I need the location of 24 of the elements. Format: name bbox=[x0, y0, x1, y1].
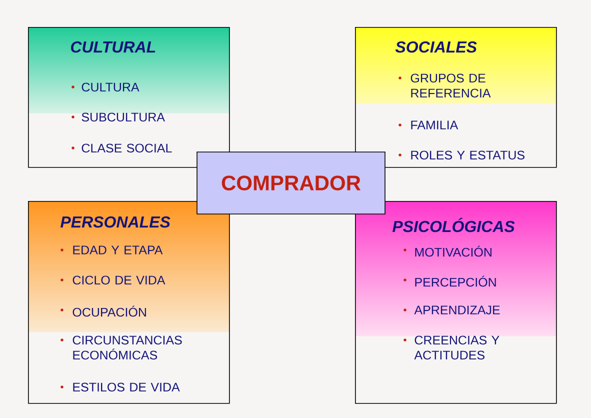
list-item: ESTILOS DE VIDA bbox=[60, 382, 180, 392]
list-item: CREENCIAS Y ACTITUDES bbox=[404, 336, 500, 360]
category-box bbox=[355, 201, 557, 404]
list-item: SUBCULTURA bbox=[72, 112, 165, 122]
list-item: CLASE SOCIAL bbox=[72, 144, 172, 153]
list-item: CICLO DE VIDA bbox=[60, 276, 166, 285]
list-item: ROLES Y ESTATUS bbox=[398, 150, 524, 160]
list-item: CIRCUNSTANCIAS ECONÓMICAS bbox=[60, 336, 182, 360]
box-heading: PERSONALES bbox=[60, 216, 170, 228]
box-heading: SOCIALES bbox=[395, 41, 477, 53]
category-box bbox=[355, 27, 557, 168]
category-box bbox=[28, 27, 230, 168]
box-heading: CULTURAL bbox=[70, 41, 156, 53]
list-item: CULTURA bbox=[72, 82, 140, 92]
list-item: EDAD Y ETAPA bbox=[60, 246, 163, 254]
box-heading: PSICOLÓGICAS bbox=[392, 218, 515, 232]
category-box bbox=[28, 201, 230, 404]
list-item: PERCEPCIÓN bbox=[404, 276, 496, 287]
list-item: GRUPOS DE REFERENCIA bbox=[398, 74, 491, 98]
list-item: MOTIVACIÓN bbox=[404, 246, 492, 257]
center-box: COMPRADOR bbox=[196, 152, 386, 214]
list-item: OCUPACIÓN bbox=[60, 306, 146, 317]
list-item: FAMILIA bbox=[398, 120, 458, 130]
list-item: APRENDIZAJE bbox=[404, 306, 500, 314]
